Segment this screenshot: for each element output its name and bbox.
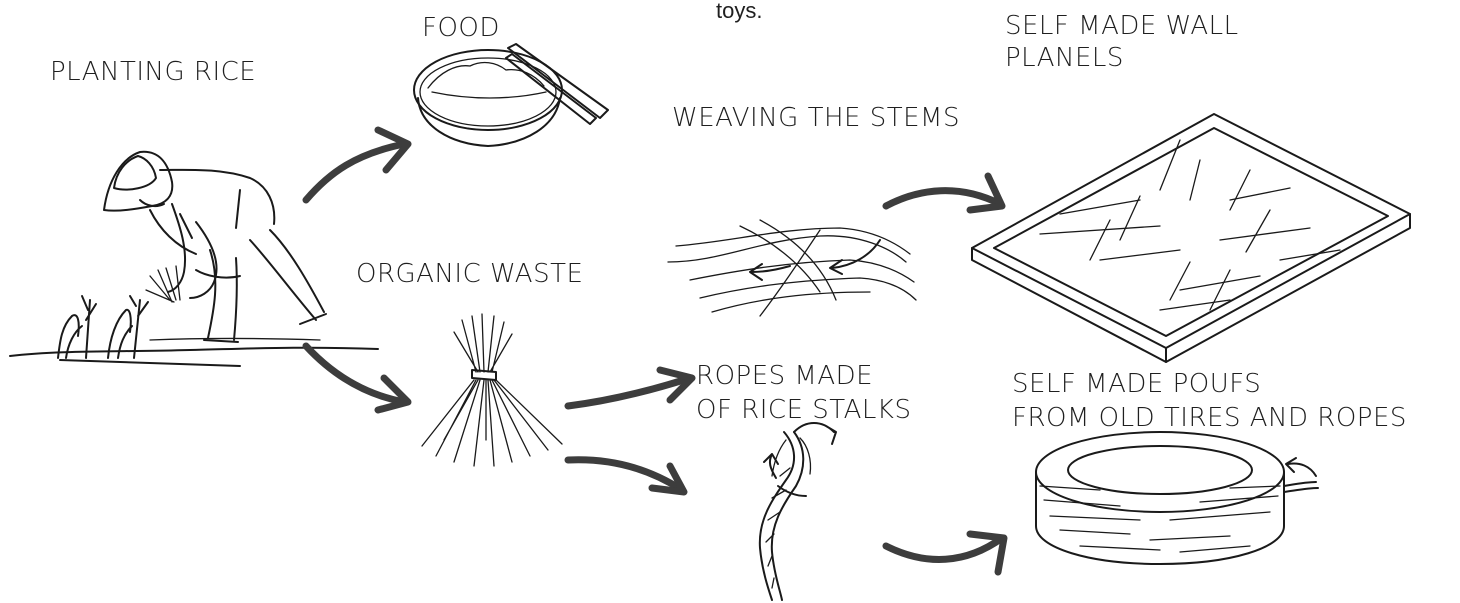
arrow-rope-to-pouf — [886, 538, 1002, 559]
flow-arrows — [306, 130, 1004, 572]
tire-pouf-illustration — [1036, 432, 1318, 564]
arrow-planting-to-food — [306, 144, 404, 200]
rope-illustration — [760, 423, 836, 600]
rice-bowl-illustration — [414, 44, 608, 146]
arrow-planting-to-waste — [306, 346, 404, 402]
straw-bundle-illustration — [422, 314, 562, 466]
wall-panel-illustration — [972, 114, 1410, 362]
arrow-weaving-to-panel — [886, 191, 1000, 206]
arrow-waste-to-rope-bottom — [568, 460, 682, 490]
woven-stems-illustration — [668, 220, 916, 316]
